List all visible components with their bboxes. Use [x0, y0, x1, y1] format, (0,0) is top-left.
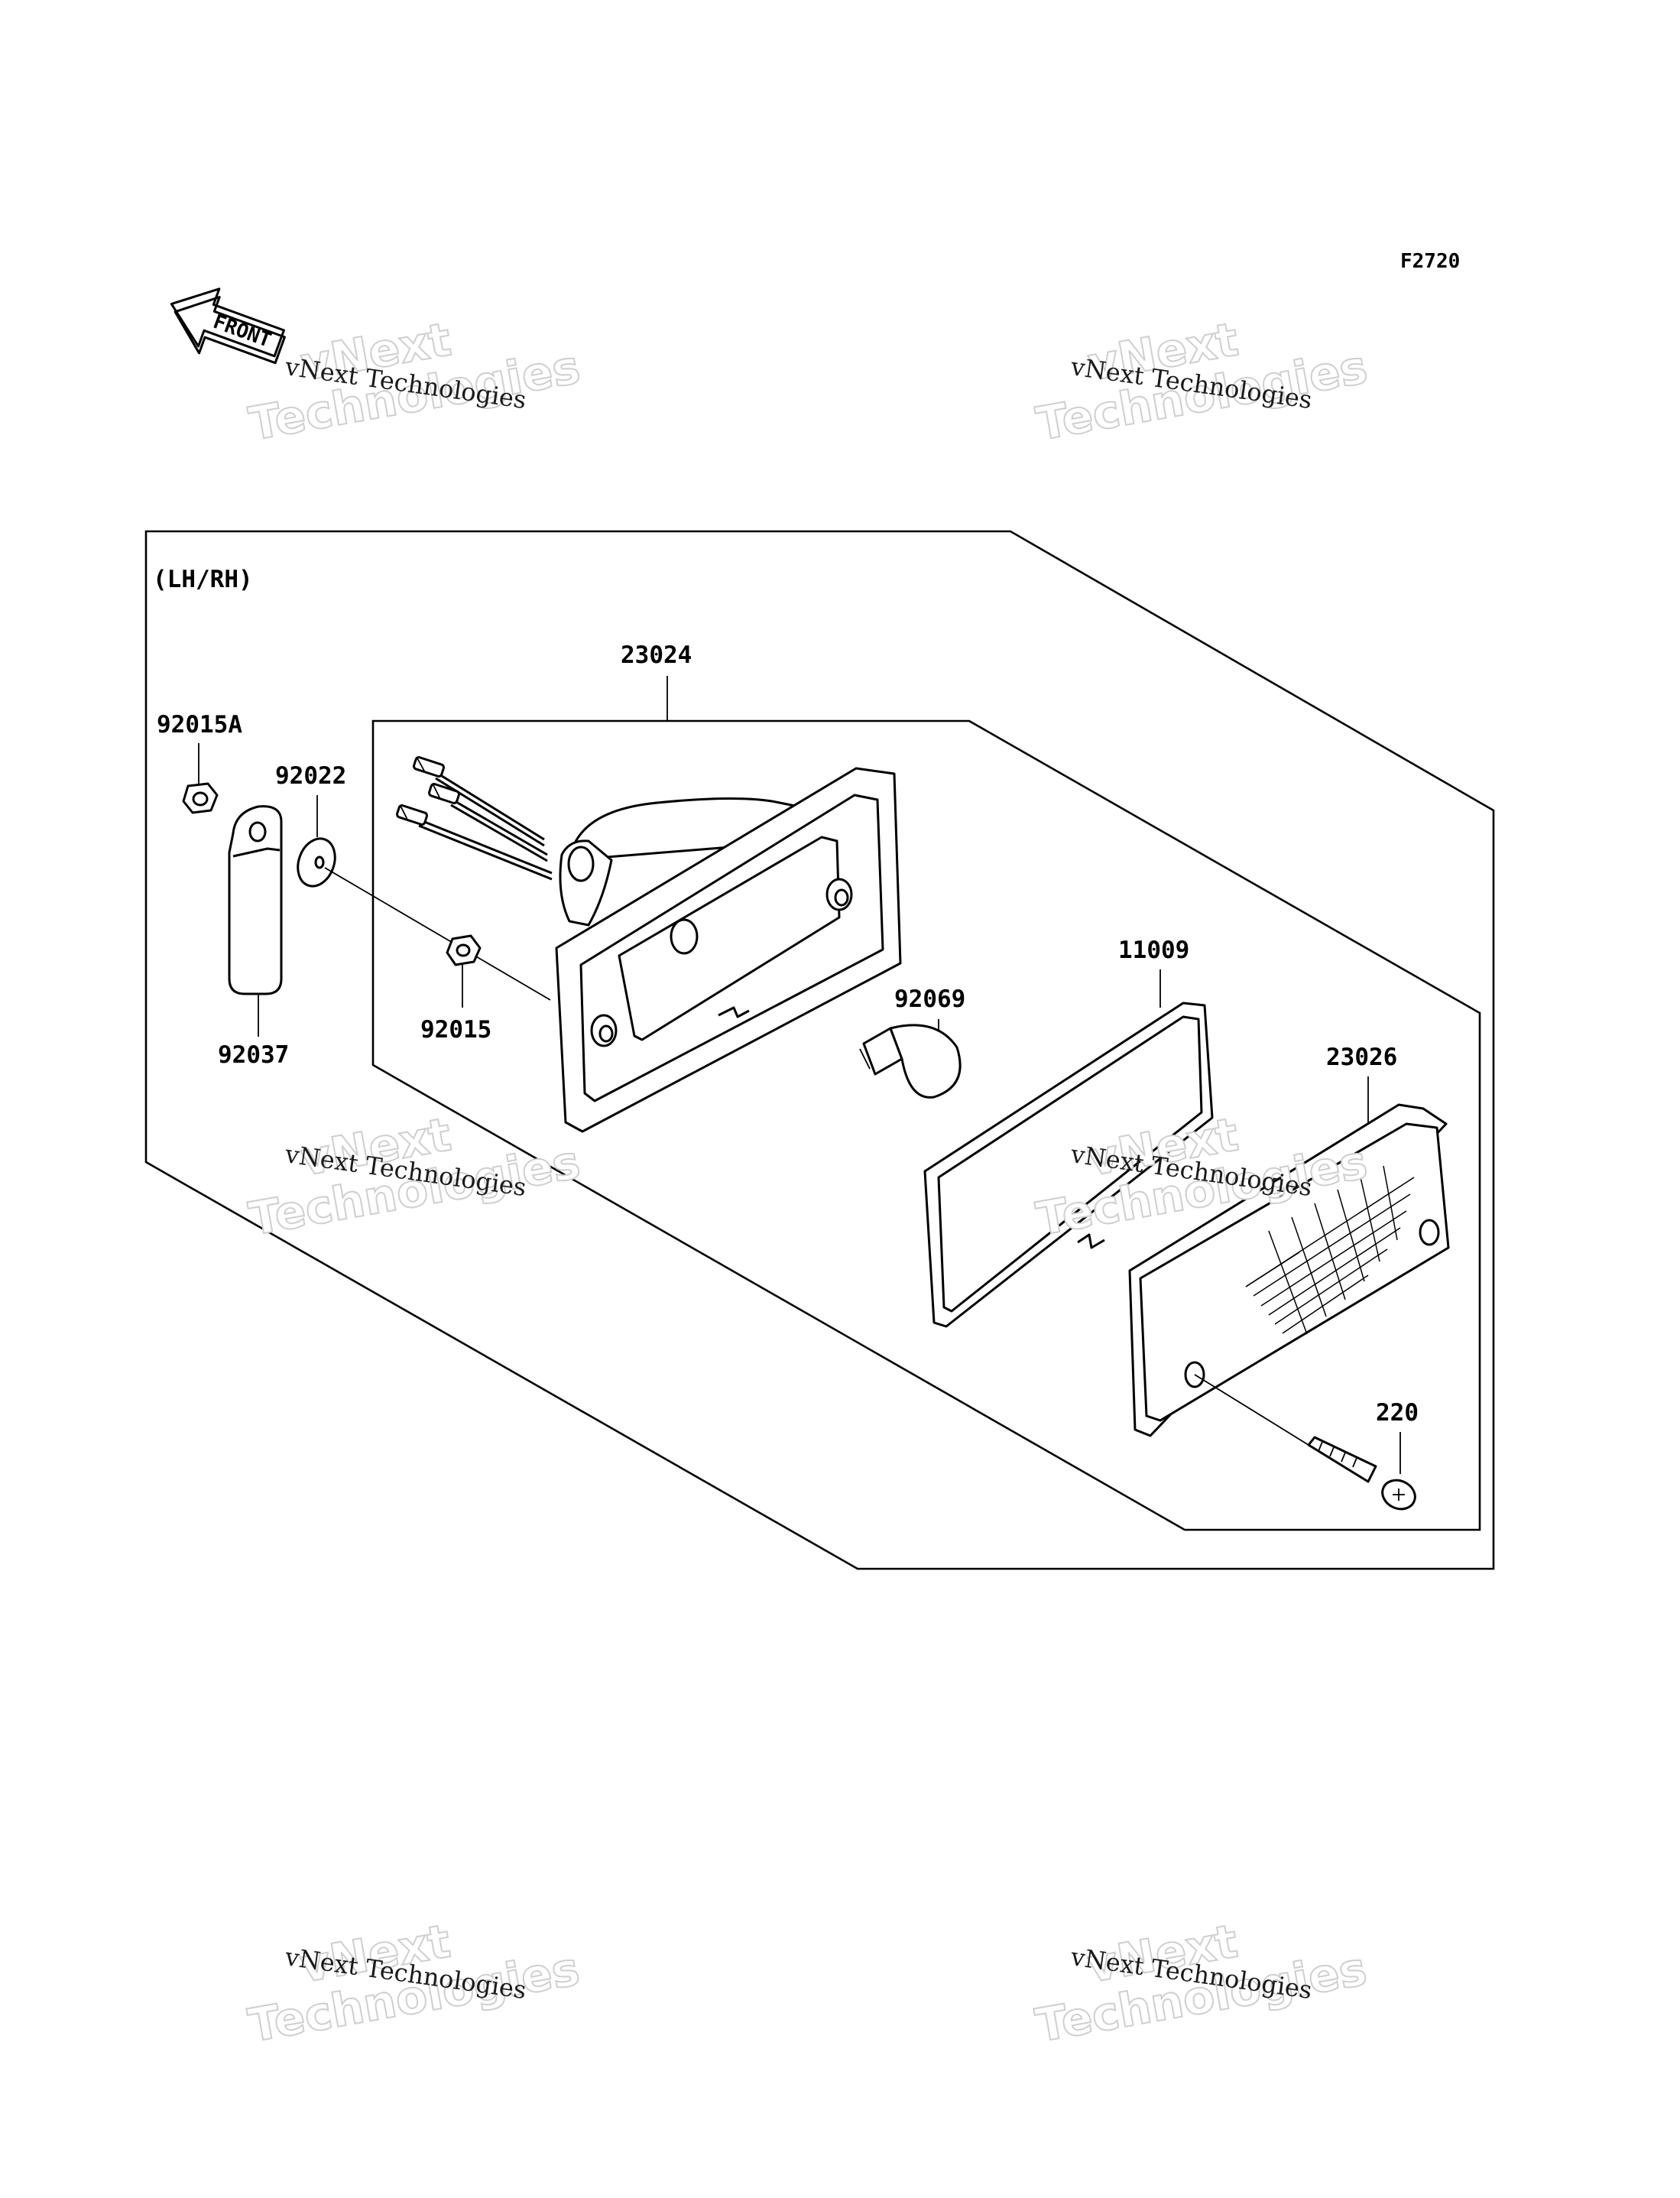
part-label-11009: 11009: [1118, 937, 1189, 964]
part-label-92015A: 92015A: [157, 711, 242, 739]
screw-220: [1307, 1436, 1416, 1511]
housing-group-outline: [371, 719, 1481, 1531]
assembly-axis-screw: [1194, 1374, 1315, 1450]
washer-92022: [297, 837, 336, 888]
assembly-outline: [144, 530, 1495, 1570]
part-label-92037: 92037: [218, 1041, 289, 1069]
front-arrow-icon: FRONT: [170, 287, 286, 365]
lamp-housing-23024: [395, 756, 902, 1133]
part-label-23024: 23024: [621, 641, 692, 669]
part-label-23026: 23026: [1326, 1044, 1397, 1071]
watermark-6: vNext Technologies: [1031, 1914, 1371, 2054]
clamp-92037: [228, 805, 283, 995]
part-label-92069: 92069: [894, 985, 965, 1013]
lens-23026: [1128, 1103, 1450, 1437]
gasket-11009: [923, 1002, 1214, 1328]
part-label-92022: 92022: [275, 762, 346, 790]
part-label-220: 220: [1376, 1399, 1419, 1427]
assembly-axis-left: [324, 867, 551, 1001]
bulb-92069: [859, 1024, 962, 1099]
figure-code: F2720: [1400, 250, 1460, 273]
nut-92015A: [182, 782, 219, 814]
variant-label: (LH/RH): [153, 566, 253, 593]
nut-92015: [446, 934, 482, 966]
part-label-92015: 92015: [420, 1016, 491, 1044]
